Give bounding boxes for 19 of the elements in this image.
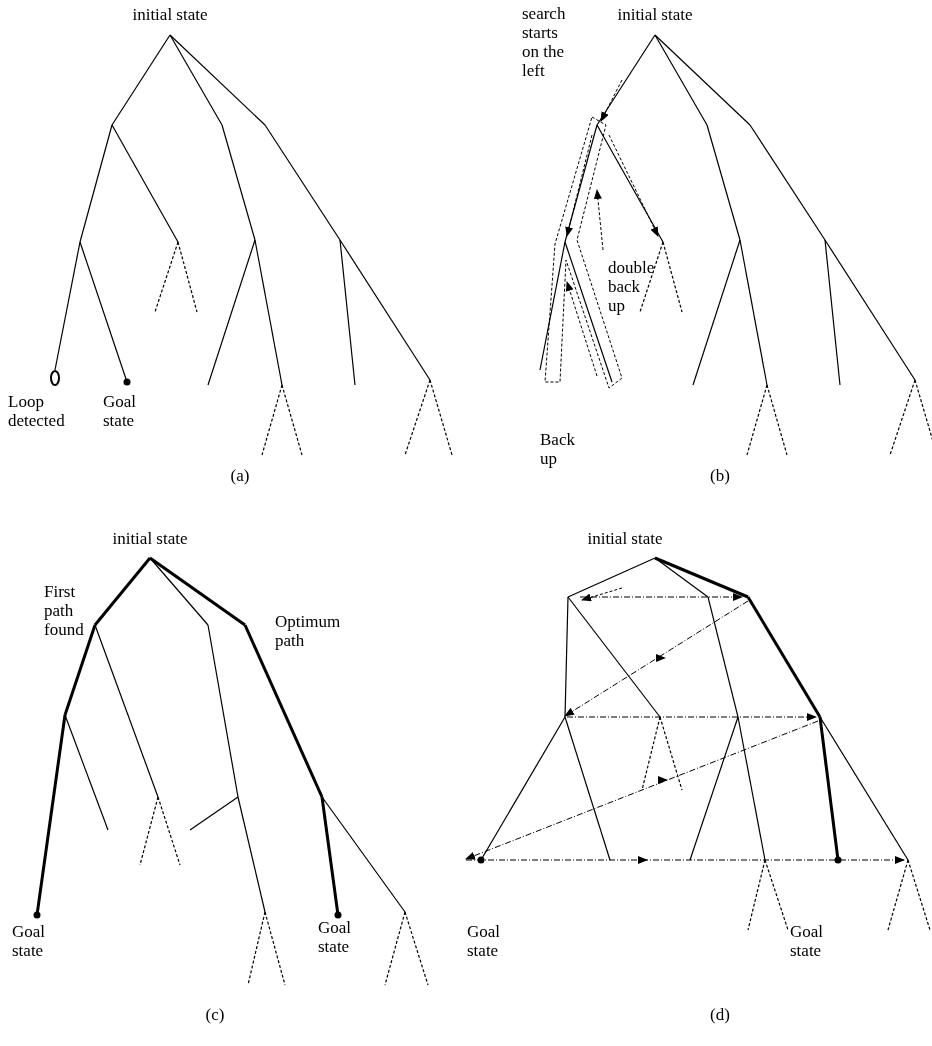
node-label: Goal state [790,922,825,960]
panel-caption: (d) [709,1005,731,1024]
node-label: Goal state [103,392,138,430]
panel-caption: (a) [229,466,251,485]
annotation: double back up [608,258,656,315]
node-label: Goal state [12,922,47,960]
annotation: search starts on the left [522,4,567,80]
node-label: initial state [131,5,209,24]
annotation: Back up [540,430,576,468]
node-label: Goal state [318,918,353,956]
node-label: initial state [616,5,694,24]
panel-caption: (c) [204,1005,226,1024]
node-label: initial state [586,529,664,548]
node-label: Loop detected [8,392,66,430]
annotation: Optimum path [275,612,342,650]
node-label: Goal state [467,922,502,960]
annotation: First path found [44,582,85,639]
panel-caption: (b) [709,466,731,485]
node-label: initial state [111,529,189,548]
